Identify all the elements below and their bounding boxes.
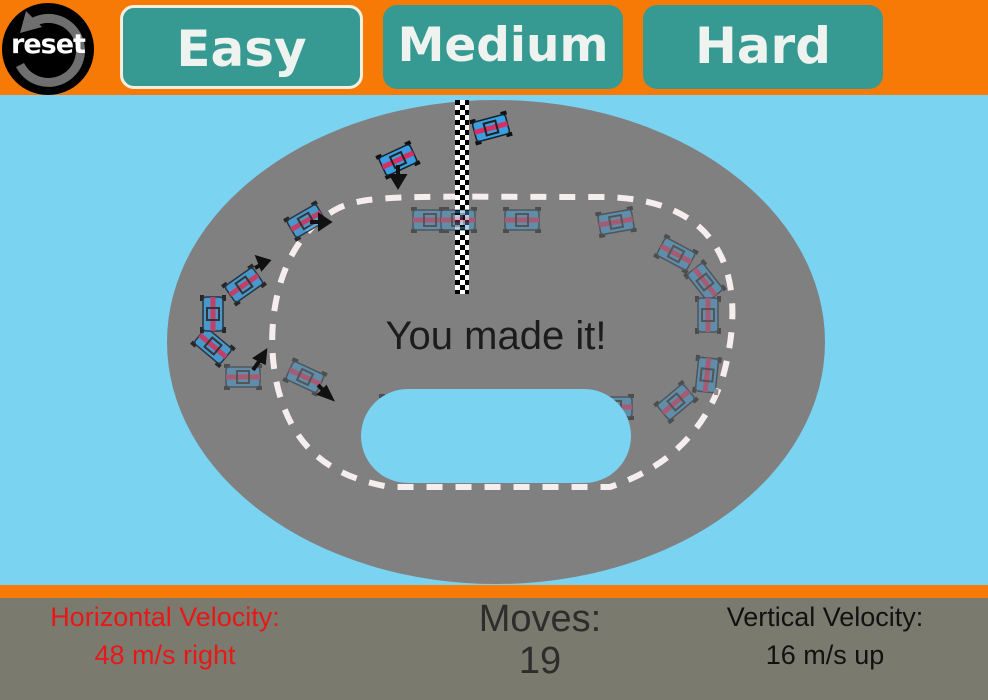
hud-panel: Horizontal Velocity: 48 m/s right Moves:… [0,598,988,700]
vertical-velocity-value: 16 m/s up [765,640,885,670]
race-field [0,95,988,585]
vertical-velocity-label: Vertical Velocity: [726,602,924,632]
velocity-arrows [251,165,408,402]
reset-arrow-icon [15,11,85,87]
horizontal-velocity-value: 48 m/s right [94,640,236,670]
horizontal-velocity-readout: Horizontal Velocity: 48 m/s right [10,598,320,674]
vertical-velocity-readout: Vertical Velocity: 16 m/s up [680,598,970,674]
reset-label: reset [11,29,86,60]
level-medium-button[interactable]: Medium [383,5,623,89]
level-hard-button[interactable]: Hard [643,5,883,89]
moves-label: Moves: [478,598,602,640]
reset-button[interactable]: reset [2,3,94,95]
top-toolbar: reset Easy Medium Hard [0,0,988,95]
bottom-separator [0,585,988,598]
level-easy-button[interactable]: Easy [120,5,363,89]
moves-counter: Moves: 19 [440,598,640,682]
success-message: You made it! [385,314,607,358]
finish-line [455,100,469,294]
moves-value: 19 [518,640,562,682]
message-bubble [361,389,631,483]
track-dashed-line [269,193,736,490]
horizontal-velocity-label: Horizontal Velocity: [50,602,280,632]
race-track [167,100,825,584]
